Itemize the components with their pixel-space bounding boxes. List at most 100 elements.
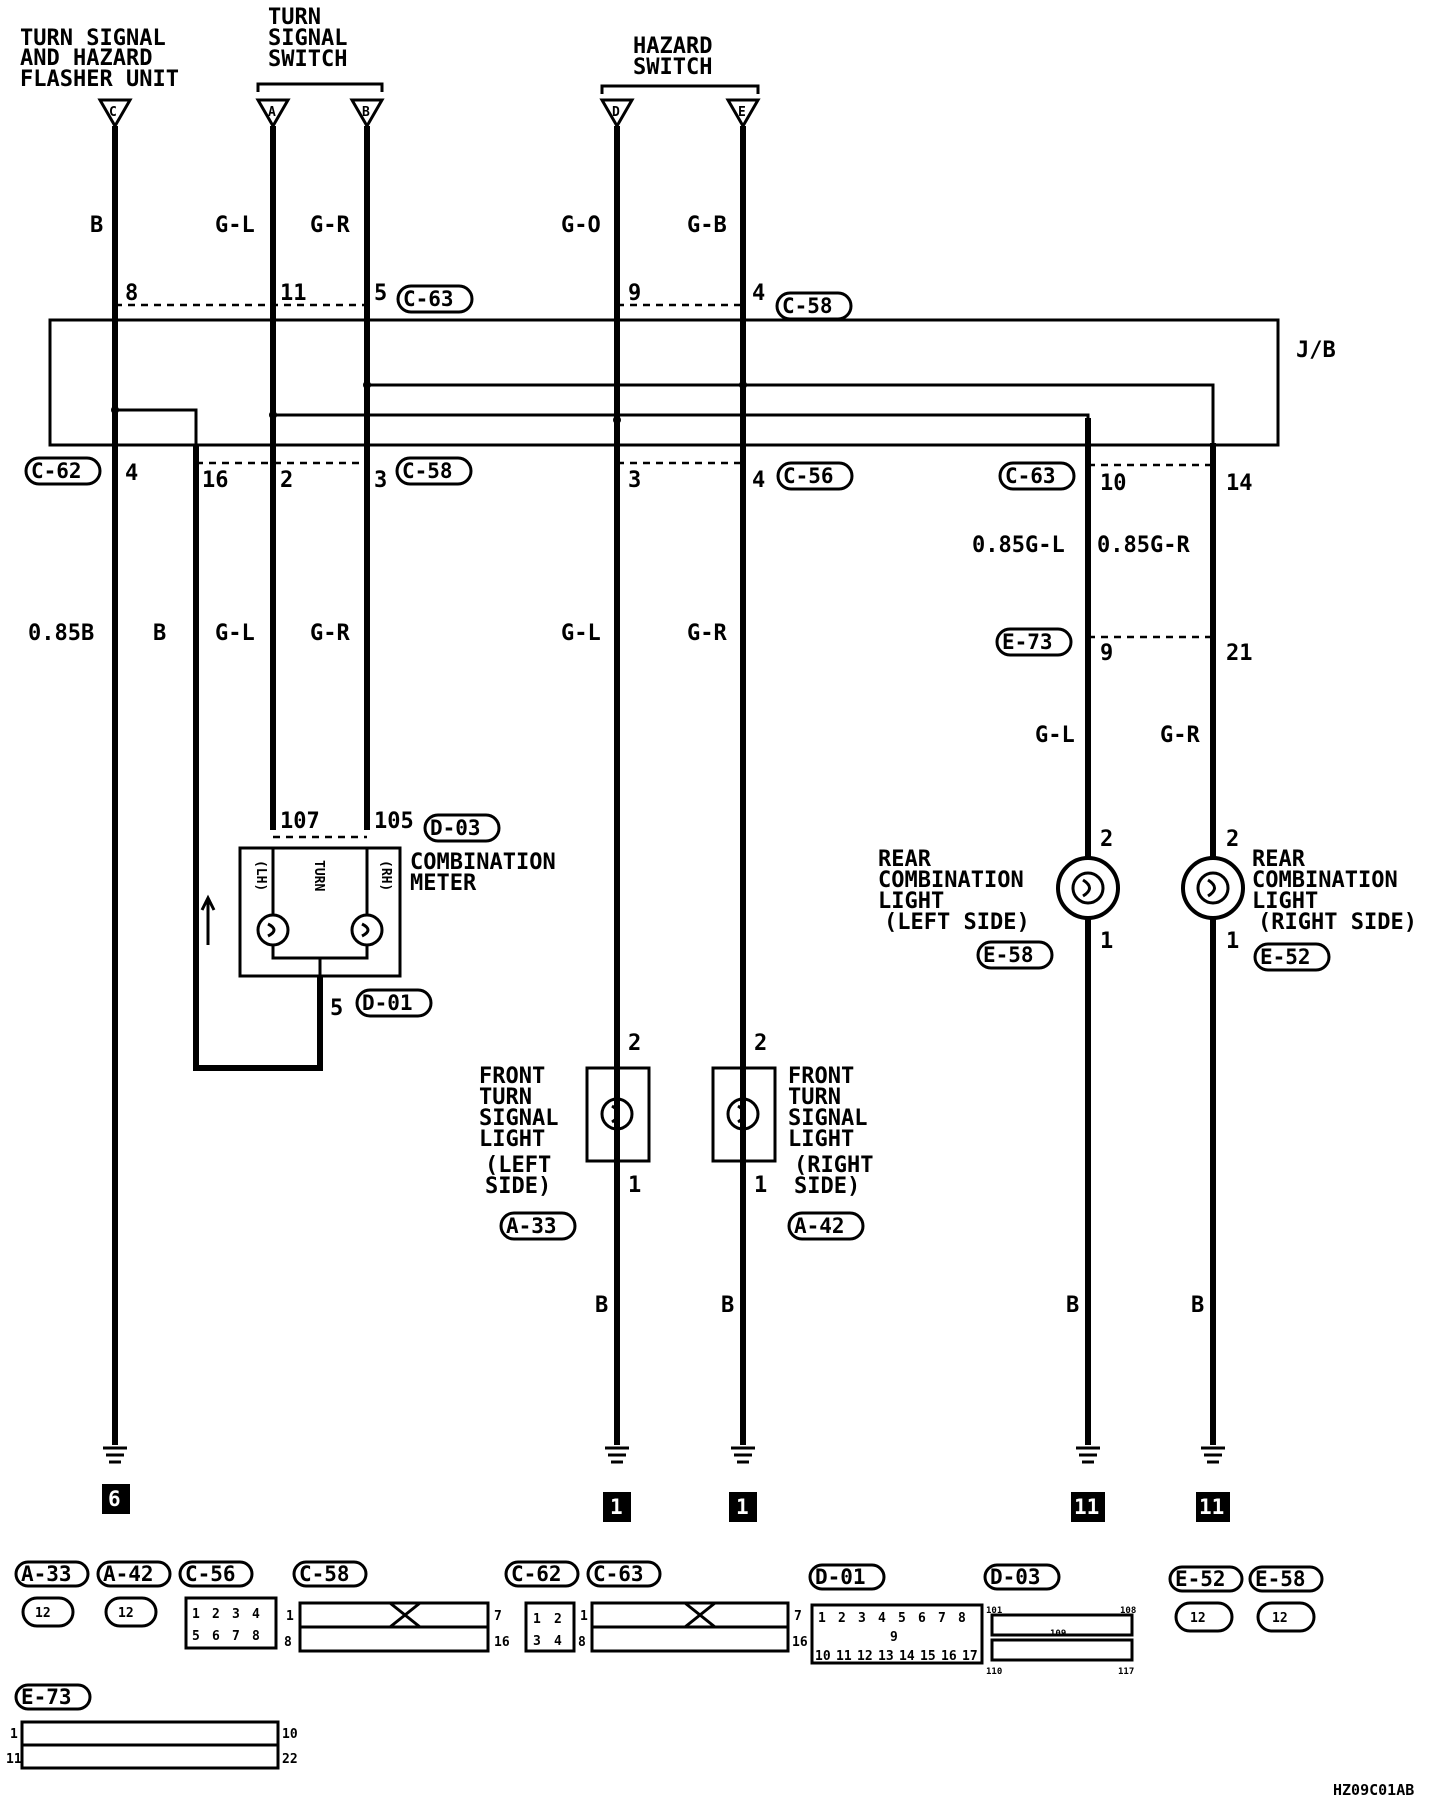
jb-internal-line (367, 383, 1215, 445)
meter-rh-label: (RH) (378, 860, 393, 891)
connector-tag-e73: E-73 (995, 627, 1073, 657)
svg-text:1: 1 (610, 1495, 623, 1519)
connector-tag-e52: E-52 (1253, 942, 1331, 972)
pin-number: 4 (752, 468, 765, 493)
meter-rh-lamp-icon (350, 913, 384, 947)
front-right-lamp-icon (726, 1068, 760, 1161)
svg-text:6: 6 (212, 1629, 220, 1644)
svg-text:FRONT: FRONT (479, 1064, 545, 1089)
svg-text:C-63: C-63 (593, 1562, 644, 1586)
rear-right-lamp-icon (1181, 856, 1245, 920)
connector-tag-c63-top: C-63 (396, 284, 474, 314)
svg-text:C-56: C-56 (185, 1562, 236, 1586)
svg-text:12: 12 (1190, 1611, 1206, 1626)
meter-turn-label: TURN (311, 860, 326, 891)
svg-text:REAR: REAR (878, 847, 932, 872)
svg-text:8: 8 (578, 1635, 586, 1650)
svg-text:E-52: E-52 (1175, 1567, 1226, 1591)
legend-e52: E-52 12 (1168, 1565, 1244, 1633)
svg-text:6: 6 (918, 1611, 926, 1626)
pin-number: 4 (125, 461, 138, 486)
front-left-lamp-icon (600, 1068, 634, 1161)
svg-text:8: 8 (252, 1629, 260, 1644)
hazard-switch-label: HAZARD SWITCH (633, 34, 712, 80)
legend-e73: E-73 1 11 10 22 (6, 1683, 298, 1770)
svg-text:1: 1 (10, 1727, 18, 1742)
svg-text:D: D (612, 105, 620, 120)
svg-text:5: 5 (192, 1629, 200, 1644)
svg-text:COMBINATION: COMBINATION (878, 868, 1024, 893)
svg-text:COMBINATION: COMBINATION (410, 850, 556, 875)
splice-dot (111, 406, 119, 414)
pin-number: 21 (1226, 641, 1253, 666)
svg-text:D-03: D-03 (430, 816, 481, 840)
svg-text:2: 2 (212, 1607, 220, 1622)
pin-number: 11 (280, 281, 307, 306)
wire-color-label: B (1191, 1293, 1204, 1318)
wire-color-label: B (595, 1293, 608, 1318)
wire-color-label: 0.85B (28, 621, 94, 646)
svg-text:16: 16 (941, 1649, 957, 1664)
svg-text:E: E (738, 105, 746, 120)
connector-tag-c58-mid: C-58 (395, 456, 473, 486)
wire-meter-ground-return (193, 445, 323, 1071)
svg-text:COMBINATION: COMBINATION (1252, 868, 1398, 893)
wire-color-label: G-R (687, 621, 727, 646)
svg-text:12: 12 (1272, 1611, 1288, 1626)
legend-c62: C-62 1 2 3 4 (504, 1560, 580, 1653)
svg-text:SIGNAL: SIGNAL (479, 1106, 558, 1131)
pin-number: 2 (280, 468, 293, 493)
svg-text:(LEFT SIDE): (LEFT SIDE) (884, 910, 1030, 935)
meter-lh-label: (LH) (253, 860, 268, 891)
svg-text:9: 9 (890, 1630, 898, 1645)
svg-text:HAZARD: HAZARD (633, 34, 712, 59)
svg-text:16: 16 (494, 1635, 510, 1650)
svg-text:FLASHER UNIT: FLASHER UNIT (20, 67, 179, 92)
svg-text:6: 6 (108, 1487, 121, 1511)
svg-text:A: A (268, 105, 276, 120)
svg-text:E-73: E-73 (1002, 630, 1053, 654)
meter-lh-lamp-icon (256, 913, 290, 947)
connector-tag-c62: C-62 (24, 456, 102, 486)
svg-text:10: 10 (815, 1649, 831, 1664)
wire-color-label: G-B (687, 213, 727, 238)
svg-text:117: 117 (1118, 1667, 1134, 1677)
wire-color-label: G-L (1035, 723, 1075, 748)
svg-text:SIDE): SIDE) (794, 1174, 860, 1199)
connector-tag-d01: D-01 (355, 988, 433, 1018)
wire-color-label: B (90, 213, 103, 238)
diagram-code: HZ09C01AB (1333, 1781, 1414, 1799)
pin-number: 9 (628, 281, 641, 306)
svg-text:A-42: A-42 (103, 1562, 154, 1586)
connector-tag-d03: D-03 (423, 813, 501, 843)
svg-text:2: 2 (838, 1611, 846, 1626)
wire-color-label: G-L (561, 621, 601, 646)
wire-color-label: B (721, 1293, 734, 1318)
svg-text:8: 8 (958, 1611, 966, 1626)
pin-number: 14 (1226, 471, 1253, 496)
svg-text:SIDE): SIDE) (485, 1174, 551, 1199)
legend-a42: A-42 12 (96, 1560, 172, 1628)
pin-number: 1 (628, 1173, 641, 1198)
svg-text:A-42: A-42 (794, 1214, 845, 1238)
svg-text:TURN: TURN (268, 5, 321, 30)
svg-text:16: 16 (792, 1635, 808, 1650)
svg-text:A-33: A-33 (21, 1562, 72, 1586)
hazard-switch-bracket (600, 84, 760, 94)
pin-number: 1 (754, 1173, 767, 1198)
svg-text:LIGHT: LIGHT (788, 1127, 854, 1152)
svg-text:17: 17 (962, 1649, 978, 1664)
current-direction-arrow-icon (200, 894, 216, 945)
svg-text:(RIGHT: (RIGHT (794, 1153, 873, 1178)
wire-color-label: G-R (310, 213, 350, 238)
svg-text:1: 1 (533, 1612, 541, 1627)
svg-text:C-58: C-58 (402, 459, 453, 483)
legend-c56: C-56 1 2 3 4 5 6 7 8 (178, 1560, 278, 1650)
svg-text:D-01: D-01 (815, 1565, 866, 1589)
svg-text:METER: METER (410, 871, 477, 896)
pin-number: 107 (280, 809, 320, 834)
svg-text:REAR: REAR (1252, 847, 1306, 872)
svg-text:SIGNAL: SIGNAL (268, 26, 347, 51)
terminal-d: D (599, 98, 635, 130)
svg-text:7: 7 (794, 1609, 802, 1624)
